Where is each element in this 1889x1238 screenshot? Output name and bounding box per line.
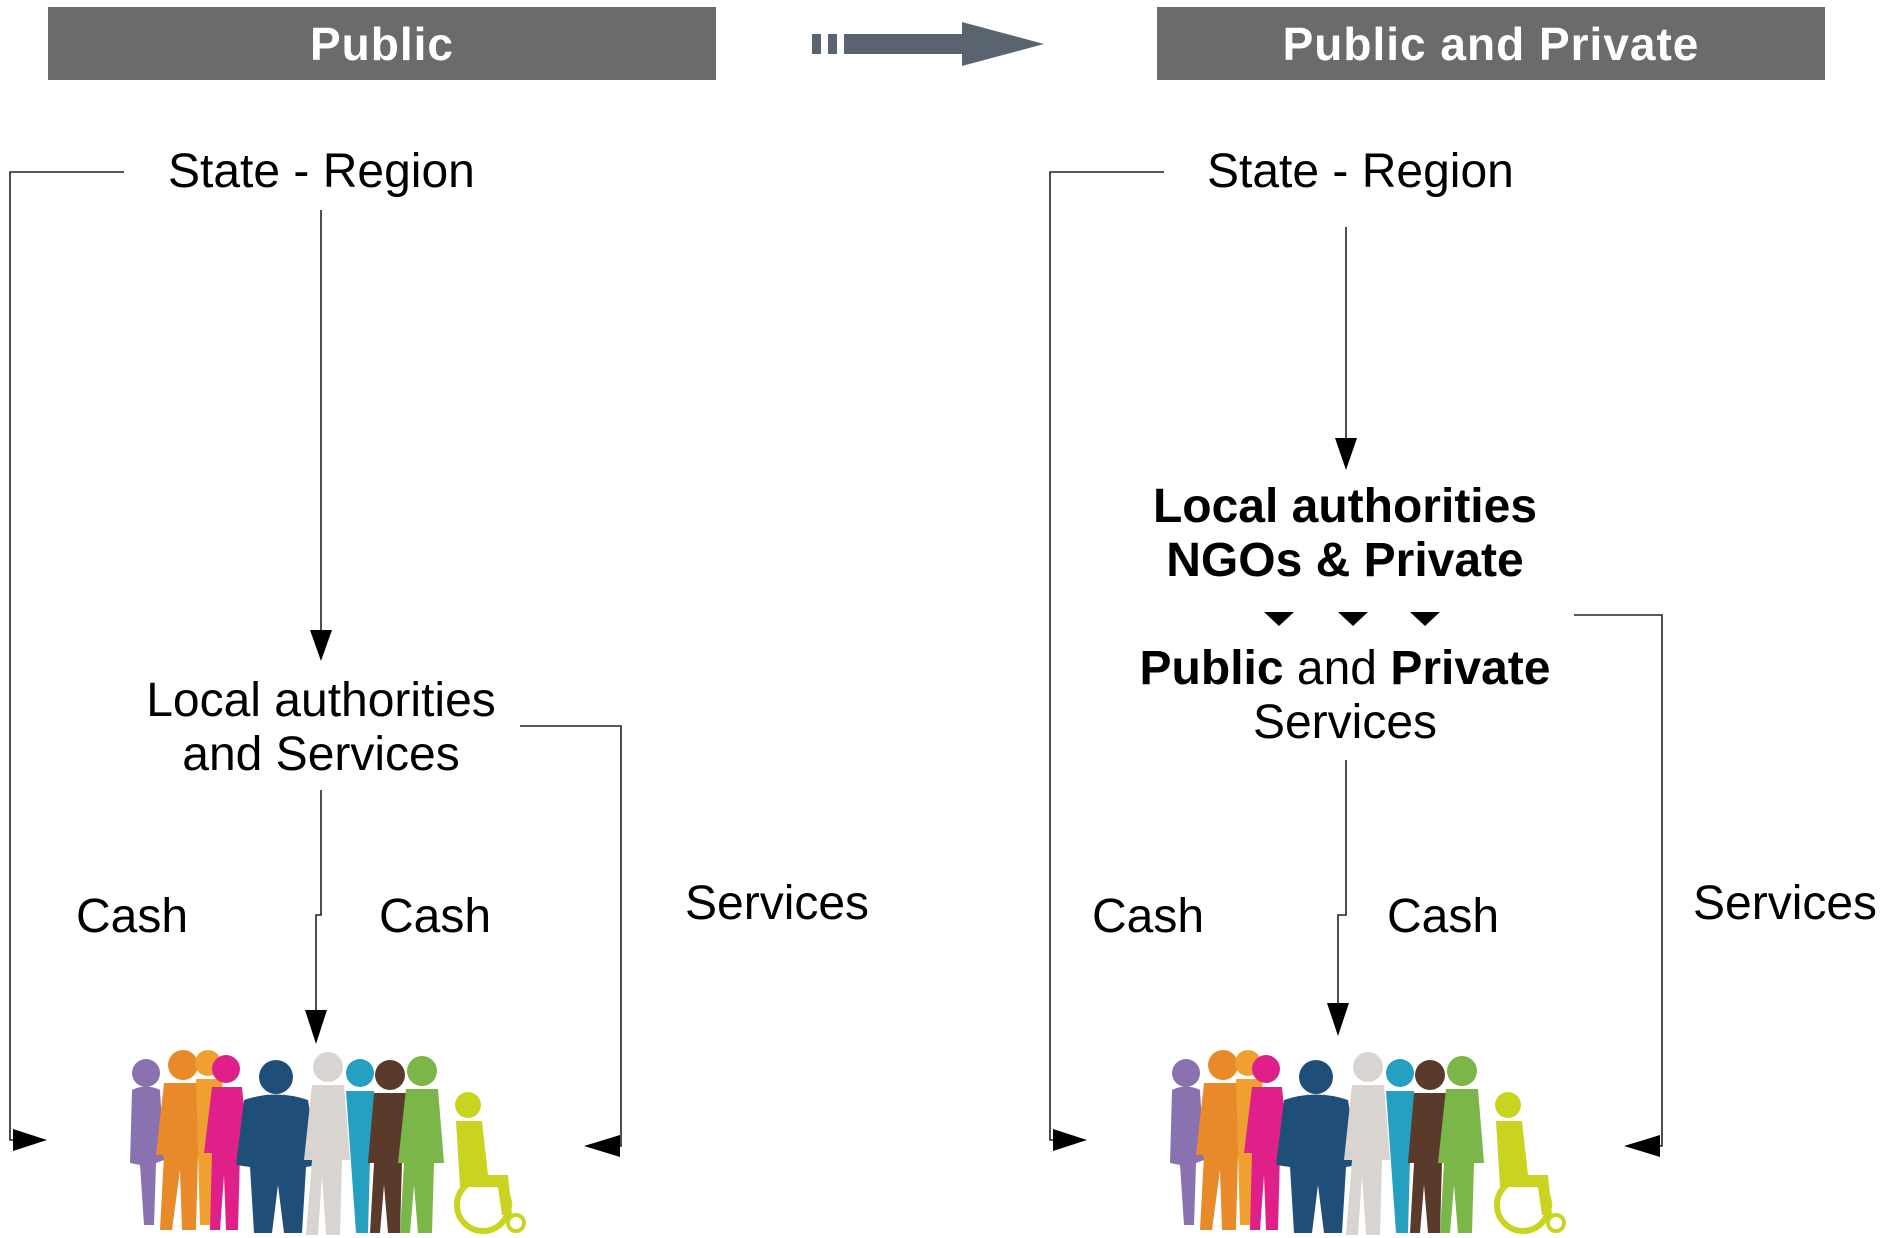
left-panel-header: Public <box>48 7 716 80</box>
right-panel-header: Public and Private <box>1157 7 1825 80</box>
right-cash-label-2: Cash <box>1387 890 1500 943</box>
left-local-line1: Local authorities <box>146 674 496 727</box>
people-group-icon-right <box>1170 1050 1566 1235</box>
right-local-authorities-label: Local authorities NGOs & Private <box>1110 480 1580 588</box>
right-cash-label-1: Cash <box>1092 890 1205 943</box>
left-state-region-label: State - Region <box>168 145 475 198</box>
right-services-line2: Services <box>1252 696 1438 750</box>
people-group-icon <box>130 1050 526 1235</box>
right-local-line2: NGOs & Private <box>1166 534 1524 588</box>
left-cash-label-2: Cash <box>379 890 492 943</box>
left-local-authorities-label: Local authorities and Services <box>121 674 521 782</box>
right-services-label: Services <box>1693 877 1878 930</box>
private-word: Private <box>1390 642 1551 695</box>
left-local-line2: and Services <box>182 727 460 781</box>
left-services-label: Services <box>685 877 870 930</box>
right-services-block: Public and Private Services <box>1110 642 1580 750</box>
right-services-line1: Public and Private <box>1110 642 1580 696</box>
right-local-line1: Local authorities <box>1152 480 1538 533</box>
right-state-region-label: State - Region <box>1207 145 1514 198</box>
left-cash-label-1: Cash <box>76 890 189 943</box>
and-word: and <box>1296 642 1377 695</box>
dashed-right-arrow-icon <box>812 22 1044 66</box>
public-word: Public <box>1139 642 1284 695</box>
